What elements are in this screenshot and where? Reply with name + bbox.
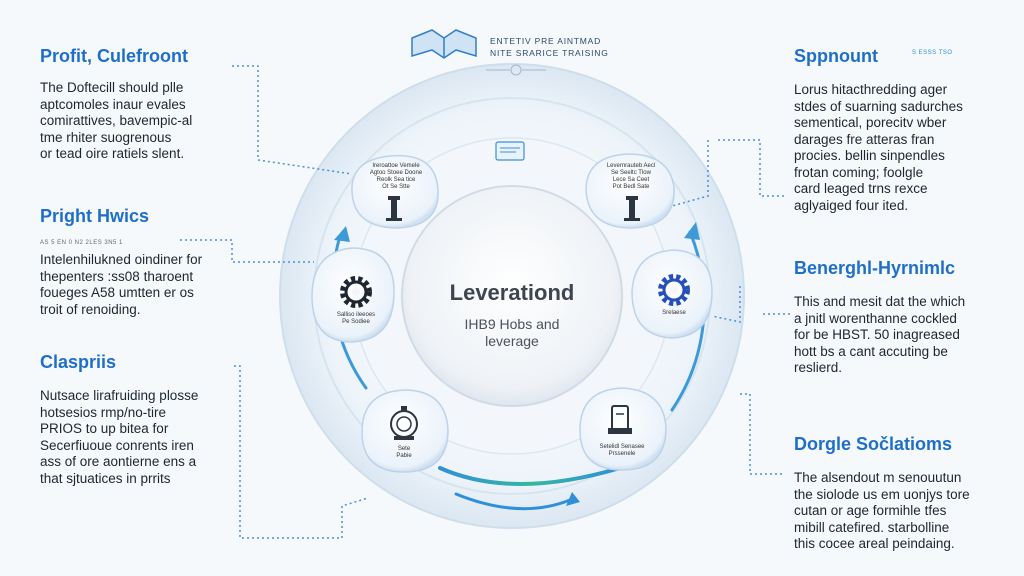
section-subline-left-2: AS 5 EN 0 N2 2LES 3N5 1: [40, 240, 123, 246]
equipment-icon: [608, 405, 632, 434]
section-text-left-3: Nutsace lirafruiding plosse hotsesios rm…: [40, 388, 199, 486]
section-heading-right-3: Dorgle Sočlatioms: [794, 434, 953, 454]
section-text-left-2: Intelenhilukned oindiner for thepenters …: [40, 252, 203, 317]
section-heading-left-3: Claspriis: [40, 352, 117, 372]
ring-node-label-4: Srelaese: [662, 310, 686, 316]
badge-icon: [495, 141, 525, 161]
center-title: Leverationd: [449, 280, 575, 305]
gear-icon: [658, 274, 690, 306]
machine-icon: [390, 406, 418, 440]
section-heading-left-2: Pright Hwics: [40, 206, 150, 226]
section-subline-right-1: S ESSS TSO: [912, 50, 953, 56]
ring-node-label-3: Salliso ileeoes Pe Sodiee: [336, 312, 376, 325]
ring-node-bubble-2: [585, 153, 675, 229]
ring-node-label-6: Setelidl Senasee Prssenele: [599, 444, 645, 457]
header-title-line-2: NITE SRARICE TRAISING: [490, 48, 609, 58]
book-logo-icon: [411, 29, 477, 59]
section-text-left-1: The Doftecill should plle aptcomoles ina…: [40, 80, 193, 161]
section-heading-left-1: Profit, Culefroont: [40, 46, 188, 66]
dotted-connectors: [180, 65, 790, 539]
flow-arc-bottom-inner: [454, 492, 572, 511]
ring-node-label-5: Sete Pabie: [396, 446, 412, 459]
ring-node-bubble-1: [351, 154, 439, 229]
header-title-line-1: ENTETIV PRE AINTMAD: [490, 36, 602, 46]
ring-node-bubble-4: [631, 249, 713, 339]
section-text-right-3: The alsendout m senouutun the siolode us…: [794, 470, 970, 551]
center-subtitle: IHB9 Hobs and leverage: [464, 316, 560, 349]
flow-arc-bottom-outer: [438, 466, 622, 486]
section-text-right-1: Lorus hitacthredding ager stdes of suarn…: [794, 82, 963, 213]
header-divider: [486, 64, 546, 76]
tower-icon: [386, 196, 402, 221]
section-heading-right-2: Benerghl-Hyrnimlc: [794, 258, 956, 278]
section-text-right-2: This and mesit dat the which a jnitl wor…: [794, 294, 966, 375]
ring-node-label-2: Levernrauteb Aecl Se Seeltc Tlow Lece Sa…: [606, 163, 656, 190]
ring-node-bubble-3: [311, 247, 395, 343]
tower-icon: [624, 196, 640, 221]
gear-icon: [340, 276, 372, 308]
center-disc: [401, 185, 623, 407]
section-heading-right-1: Sppnount: [794, 46, 878, 66]
ring-node-label-1: Ireroattoe Vemele Agtoo Stoee Doone Reol…: [369, 163, 423, 190]
